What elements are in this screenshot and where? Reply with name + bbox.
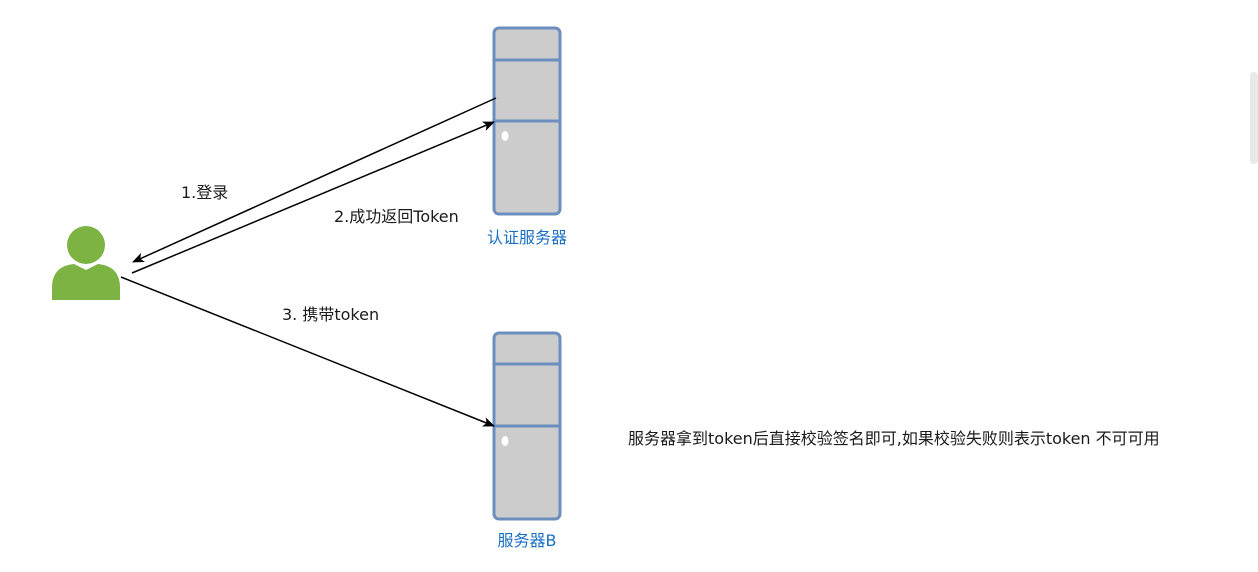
server-b-icon (492, 331, 562, 521)
auth-server-icon (492, 26, 562, 216)
auth-server-label: 认证服务器 (486, 228, 567, 247)
verification-note: 服务器拿到token后直接校验签名即可,如果校验失败则表示token 不可可用 (628, 429, 1160, 448)
return-token-arrow (131, 121, 495, 274)
user-icon (52, 226, 120, 300)
carry-token-label: 3. 携带token (282, 305, 380, 324)
carry-token-arrow (120, 276, 495, 427)
scrollbar[interactable] (1250, 72, 1258, 164)
return-token-label: 2.成功返回Token (334, 207, 459, 226)
server-b-label: 服务器B (497, 531, 557, 550)
login-arrow (132, 97, 497, 263)
login-label: 1.登录 (181, 183, 229, 202)
